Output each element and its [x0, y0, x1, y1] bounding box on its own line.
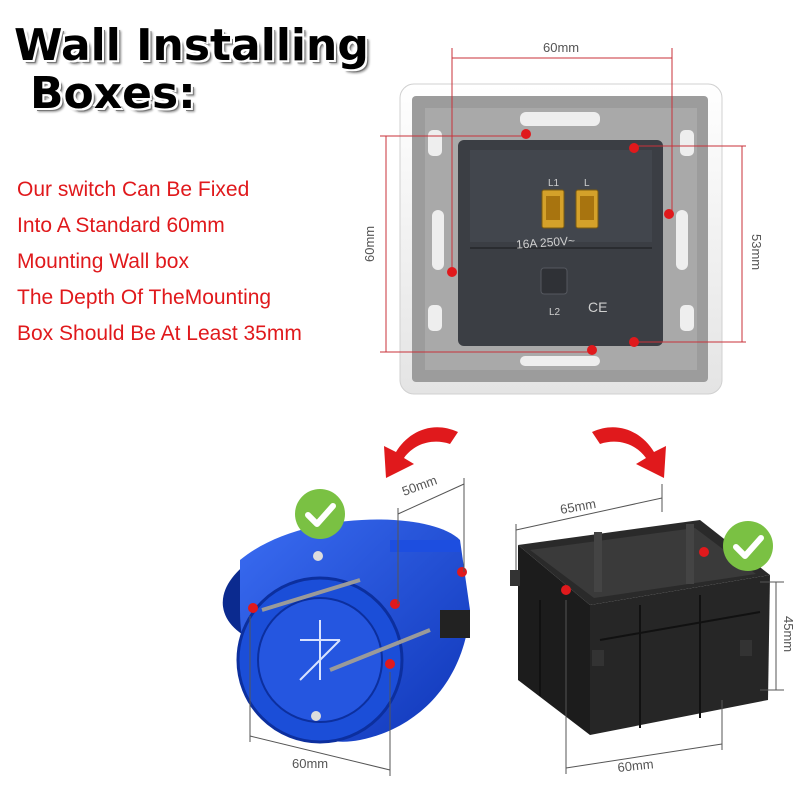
title-line-1: Wall Installing — [14, 20, 369, 71]
square-width-label: 65mm — [559, 496, 597, 517]
red-arrow-icon-right — [592, 427, 666, 478]
ce-mark: CE — [588, 299, 607, 315]
round-wall-box — [222, 519, 470, 744]
description-line-4: The Depth Of TheMounting — [17, 286, 272, 309]
label-l2: L2 — [549, 307, 561, 318]
switch-dimension-lines — [380, 48, 746, 353]
label-l: L — [584, 178, 590, 189]
description-text: Our switch Can Be Fixed Into A Standard … — [17, 172, 302, 352]
label-l1: L1 — [548, 178, 560, 189]
round-diameter-label: 60mm — [292, 756, 328, 771]
switch-width-label: 60mm — [543, 40, 579, 55]
rating-label: 16A 250V~ — [516, 234, 576, 252]
square-depth-label: 60mm — [617, 756, 654, 775]
switch-module: L1 L 16A 250V~ L2 CE — [399, 83, 723, 395]
description-line-2: Into A Standard 60mm — [17, 214, 225, 237]
description-line-5: Box Should Be At Least 35mm — [17, 322, 302, 345]
description-line-3: Mounting Wall box — [17, 250, 189, 273]
description-line-1: Our switch Can Be Fixed — [17, 178, 250, 201]
square-wall-box — [510, 520, 770, 735]
title-line-2: Boxes: — [30, 68, 196, 119]
switch-height-label: 60mm — [362, 226, 377, 262]
square-height-label: 45mm — [781, 616, 796, 652]
round-box-dimension-lines — [249, 478, 465, 776]
checkmark-icon — [295, 489, 345, 539]
square-box-dimension-lines — [515, 484, 784, 774]
checkmark-icon-square — [723, 521, 773, 571]
page-title: Wall Installing Boxes: — [14, 22, 369, 118]
switch-inner-label: 53mm — [749, 234, 764, 270]
round-depth-label: 50mm — [400, 472, 439, 498]
red-arrow-icon — [384, 427, 458, 478]
